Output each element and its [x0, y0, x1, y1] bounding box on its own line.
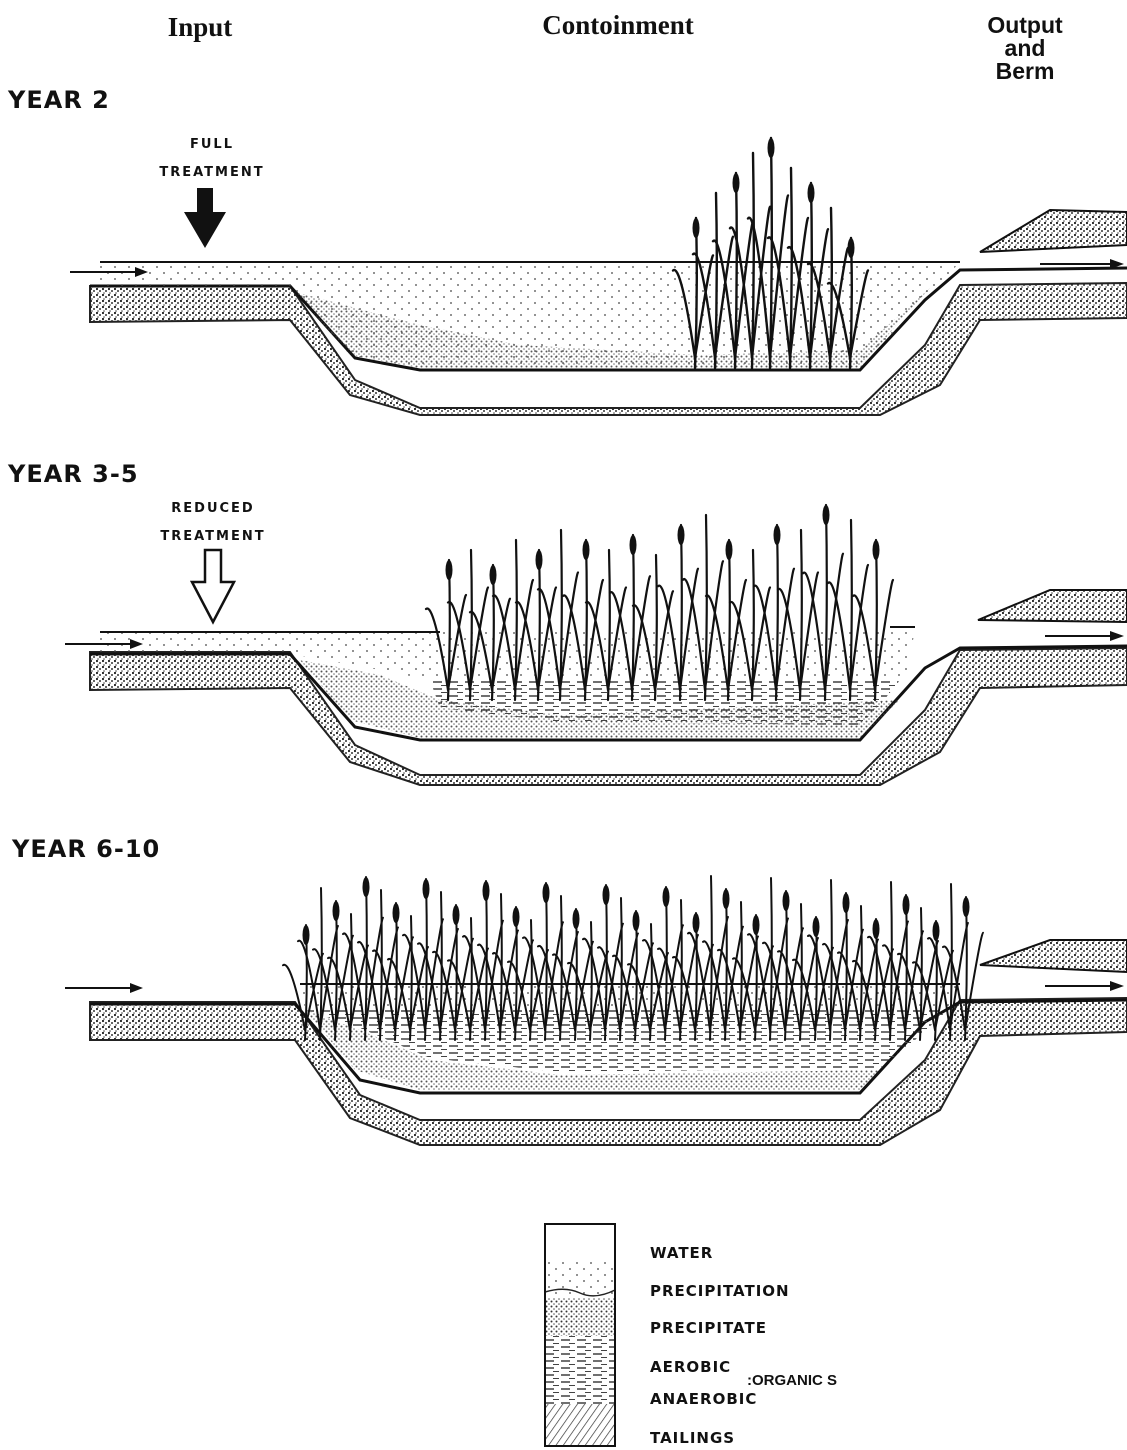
treatment-label-line1: FULL: [190, 137, 234, 152]
legend-label-aerobic: AEROBIC: [650, 1358, 731, 1376]
output-berm: [980, 210, 1127, 252]
year-label: YEAR 3-5: [7, 460, 139, 488]
legend-swatch-precipitate: [545, 1298, 615, 1336]
panel-year-6-10: YEAR 6-10: [11, 835, 1127, 1145]
legend-label-water: WATER: [650, 1244, 713, 1262]
output-berm: [980, 940, 1127, 972]
treatment-label-line2: TREATMENT: [159, 165, 264, 180]
year-label: YEAR 6-10: [11, 835, 160, 863]
output-berm: [978, 590, 1127, 622]
panel-year-2: YEAR 2 FULL TREATMENT: [7, 86, 1127, 415]
outflow-arrow: [1045, 981, 1124, 991]
outflow-arrow: [1045, 631, 1124, 641]
full-treatment-arrow: [184, 188, 226, 248]
legend-swatch-anaerobic: [545, 1368, 615, 1404]
inflow-arrow: [65, 983, 143, 993]
legend-label-organics: :ORGANIC S: [747, 1372, 837, 1389]
legend-label-precipitate: PRECIPITATE: [650, 1319, 767, 1337]
legend-swatch-tailings: [545, 1404, 615, 1446]
legend-swatch-aerobic: [545, 1336, 615, 1368]
containment-column-header: Contoinment: [542, 10, 694, 40]
treatment-label-line2: TREATMENT: [160, 529, 265, 544]
panel-year-3-5: YEAR 3-5 REDUCED TREATMENT: [7, 460, 1127, 785]
legend-label-tailings: TAILINGS: [650, 1429, 735, 1447]
year-label: YEAR 2: [7, 86, 110, 114]
legend-label-precipitation: PRECIPITATION: [650, 1282, 790, 1300]
legend-label-anaerobic: ANAEROBIC: [650, 1390, 757, 1408]
legend: WATER PRECIPITATION PRECIPITATE AEROBIC …: [545, 1224, 837, 1447]
output-column-header-line3: Berm: [996, 58, 1055, 84]
input-column-header: Input: [168, 12, 233, 42]
reduced-treatment-arrow: [192, 550, 234, 622]
treatment-label-line1: REDUCED: [171, 501, 254, 516]
